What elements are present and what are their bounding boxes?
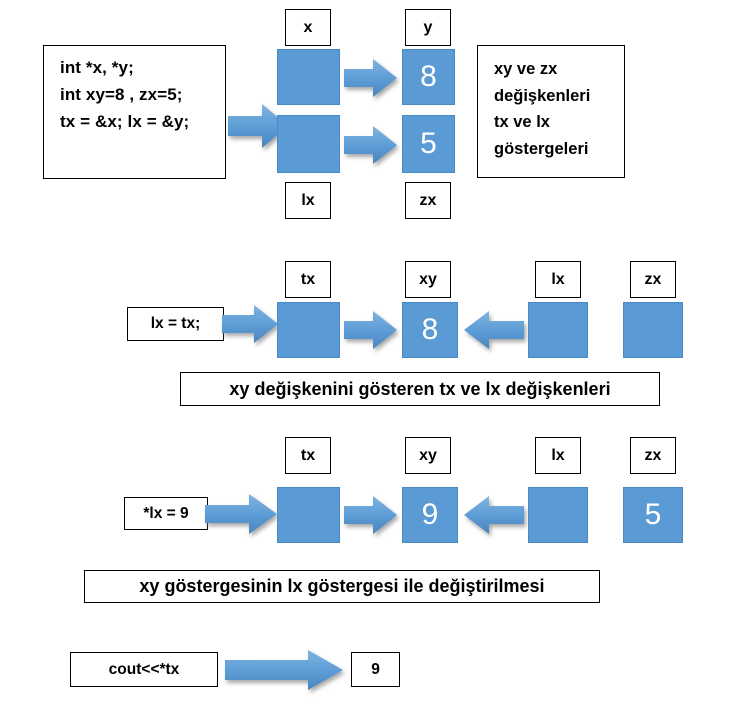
cell-value-zx-value: 5 bbox=[420, 127, 437, 160]
arrow-statement-to-tx-s3 bbox=[205, 492, 285, 536]
output-value: 9 bbox=[371, 660, 380, 678]
label-lx-s2-text: lx bbox=[551, 270, 565, 288]
code-line-4: lx = &y; bbox=[127, 112, 190, 132]
caption-section3: xy göstergesinin lx göstergesi ile değiş… bbox=[84, 570, 600, 603]
code-line-3: tx = &x; bbox=[60, 112, 123, 132]
arrow-cout-to-output bbox=[225, 648, 350, 692]
code-line-2: int xy=8 , zx=5; bbox=[60, 85, 183, 105]
cell-xy-s2-value: 8 bbox=[421, 313, 439, 346]
arrow-statement-to-tx-s2 bbox=[222, 303, 284, 345]
arrow-x-to-y bbox=[344, 58, 404, 98]
statement-deref-lx-text: *lx = 9 bbox=[143, 504, 189, 522]
label-lx-s2: lx bbox=[535, 261, 581, 298]
label-zx-s2: zx bbox=[630, 261, 676, 298]
label-lx-s3: lx bbox=[535, 437, 581, 474]
label-x: x bbox=[285, 9, 331, 46]
note-line-1: xy ve zx bbox=[494, 60, 558, 78]
arrow-lx-to-xy-s2 bbox=[462, 310, 528, 350]
statement-box-lx-eq-tx: lx = tx; bbox=[127, 307, 224, 341]
statement-lx-eq-tx-text: lx = tx; bbox=[150, 315, 201, 332]
label-zx-s1: zx bbox=[405, 182, 451, 219]
cell-lx-s2 bbox=[528, 302, 588, 358]
label-lx-s1-text: lx bbox=[301, 191, 315, 209]
note-line-4: göstergeleri bbox=[494, 140, 589, 159]
cell-xy-s3-value: 9 bbox=[421, 498, 439, 531]
note-line-3: tx ve lx bbox=[494, 113, 550, 132]
cell-tx-s3 bbox=[277, 487, 340, 543]
cell-value-zx: 5 bbox=[402, 115, 455, 173]
cell-pointer-x bbox=[277, 49, 340, 105]
caption-section2-text: xy değişkenini gösteren tx ve lx değişke… bbox=[229, 378, 611, 399]
arrow-lx-to-xy-s3 bbox=[462, 495, 528, 535]
caption-section3-text: xy göstergesinin lx göstergesi ile değiş… bbox=[139, 576, 545, 596]
label-zx-s3: zx bbox=[630, 437, 676, 474]
cell-zx-s3-value: 5 bbox=[644, 498, 662, 531]
label-xy-s2-text: xy bbox=[419, 270, 437, 288]
label-lx-s1: lx bbox=[285, 182, 331, 219]
note-line-2: değişkenleri bbox=[494, 86, 591, 105]
label-tx-s3-text: tx bbox=[300, 446, 316, 464]
legend-note-box: xy ve zx değişkenleri tx ve lx göstergel… bbox=[477, 45, 625, 178]
statement-cout-text: cout<<*tx bbox=[108, 660, 180, 678]
code-line-1: int *x, *y; bbox=[60, 58, 134, 77]
output-box: 9 bbox=[351, 652, 400, 687]
label-y: y bbox=[405, 9, 451, 46]
cell-tx-s2 bbox=[277, 302, 340, 358]
code-declaration-box: int *x, *y; int xy=8 , zx=5; tx = &x; lx… bbox=[43, 45, 226, 179]
label-xy-s3: xy bbox=[405, 437, 451, 474]
label-x-text: x bbox=[303, 18, 313, 36]
label-xy-s3-text: xy bbox=[419, 446, 437, 464]
statement-box-deref-lx-eq-9: *lx = 9 bbox=[124, 497, 208, 530]
cell-zx-s2 bbox=[623, 302, 683, 358]
cell-pointer-lx bbox=[277, 115, 340, 173]
label-lx-s3-text: lx bbox=[551, 446, 565, 464]
cell-xy-s3: 9 bbox=[402, 487, 458, 543]
label-tx-s2-text: tx bbox=[300, 270, 316, 288]
label-zx-s1-text: zx bbox=[419, 191, 437, 209]
label-zx-s3-text: zx bbox=[644, 446, 662, 464]
label-zx-s2-text: zx bbox=[644, 270, 662, 288]
cell-value-y: 8 bbox=[402, 49, 455, 105]
label-xy-s2: xy bbox=[405, 261, 451, 298]
statement-box-cout: cout<<*tx bbox=[70, 652, 218, 687]
label-y-text: y bbox=[423, 18, 433, 36]
cell-zx-s3: 5 bbox=[623, 487, 683, 543]
arrow-code-to-memory bbox=[228, 103, 290, 149]
cell-xy-s2: 8 bbox=[402, 302, 458, 358]
arrow-tx-to-xy-s3 bbox=[344, 495, 404, 535]
label-tx-s2: tx bbox=[285, 261, 331, 298]
arrow-lx-to-zx bbox=[344, 125, 404, 165]
label-tx-s3: tx bbox=[285, 437, 331, 474]
caption-section2: xy değişkenini gösteren tx ve lx değişke… bbox=[180, 372, 660, 406]
arrow-tx-to-xy-s2 bbox=[344, 310, 404, 350]
cell-value-y-value: 8 bbox=[420, 60, 437, 93]
cell-lx-s3 bbox=[528, 487, 588, 543]
